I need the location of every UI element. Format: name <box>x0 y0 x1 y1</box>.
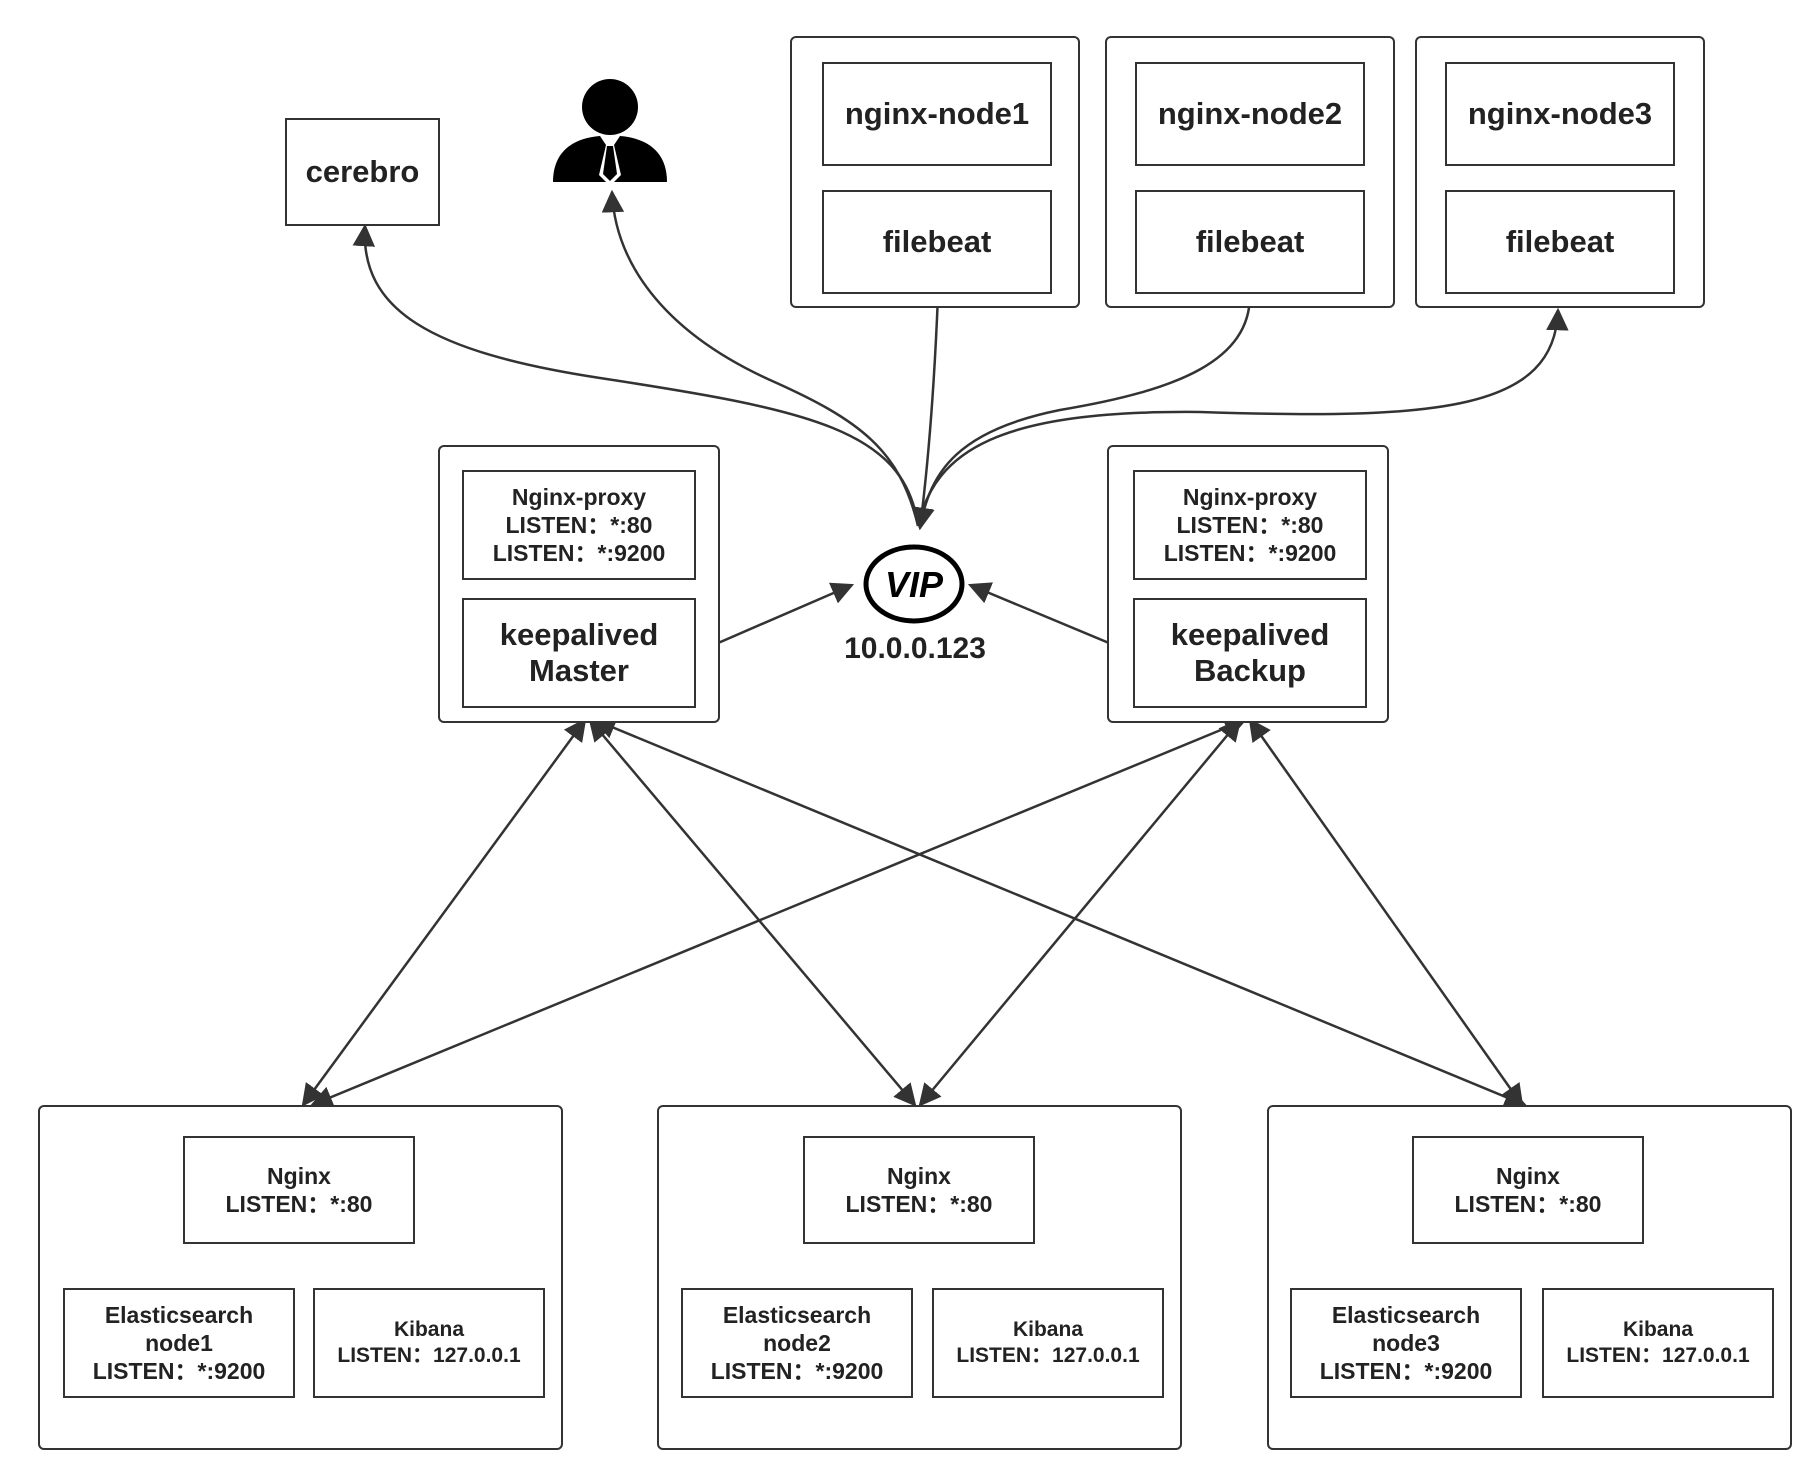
es-node3-kibana-listen: LISTEN：127.0.0.1 <box>1566 1344 1750 1367</box>
keepalived-backup-title: keepalived <box>1170 617 1330 653</box>
es-node3-nginx-box: Nginx LISTEN：*:80 <box>1412 1136 1644 1244</box>
es-node2-es-title: Elasticsearch <box>722 1301 872 1328</box>
keepalived-master-box: keepalived Master <box>462 598 696 708</box>
es-node3-es-title: Elasticsearch <box>1331 1301 1481 1328</box>
arrow-vip-to-node3 <box>916 307 1569 527</box>
filebeat1-box: filebeat <box>822 190 1052 294</box>
vip-badge: VIP <box>863 544 965 624</box>
user-icon <box>553 79 667 186</box>
nginx-node3-label: nginx-node3 <box>1467 96 1653 132</box>
es-node1-es-title: Elasticsearch <box>104 1301 254 1328</box>
proxy-backup-listen9200: LISTEN：*:9200 <box>1163 540 1337 567</box>
proxy-backup-nginx-box: Nginx-proxy LISTEN：*:80 LISTEN：*:9200 <box>1133 470 1367 580</box>
proxy-backup-listen80: LISTEN：*:80 <box>1176 511 1324 538</box>
nginx-node3-box: nginx-node3 <box>1445 62 1675 166</box>
arrow-backup-es3 <box>1248 718 1524 1107</box>
keepalived-master-title: keepalived <box>499 617 659 653</box>
es-node1-kibana-title: Kibana <box>393 1318 464 1342</box>
es-node3-es-box: Elasticsearch node3 LISTEN：*:9200 <box>1290 1288 1522 1398</box>
nginx-node2-box: nginx-node2 <box>1135 62 1365 166</box>
es-node1-es-name: node1 <box>145 1329 213 1356</box>
arrow-filebeat2-to-vip <box>912 294 1252 531</box>
filebeat3-box: filebeat <box>1445 190 1675 294</box>
es-node3-nginx-listen: LISTEN：*:80 <box>1454 1191 1602 1217</box>
arrow-vip-master <box>692 582 855 656</box>
arrow-vip-to-user <box>601 189 920 527</box>
es-node1-nginx-title: Nginx <box>267 1162 331 1189</box>
es-node2-nginx-title: Nginx <box>887 1162 951 1189</box>
keepalived-master-role: Master <box>529 653 629 688</box>
es-node3-es-name: node3 <box>1372 1329 1440 1356</box>
es-node1-nginx-box: Nginx LISTEN：*:80 <box>183 1136 415 1244</box>
proxy-master-title: Nginx-proxy <box>511 483 647 510</box>
arrow-backup-es1 <box>309 717 1248 1108</box>
vip-address: 10.0.0.123 <box>844 632 986 665</box>
arrow-master-es2 <box>588 718 917 1107</box>
arrow-master-es1 <box>301 718 587 1107</box>
proxy-master-nginx-box: Nginx-proxy LISTEN：*:80 LISTEN：*:9200 <box>462 470 696 580</box>
cerebro-label: cerebro <box>305 154 420 190</box>
es-node1-kibana-box: Kibana LISTEN：127.0.0.1 <box>313 1288 545 1398</box>
es-node1-kibana-listen: LISTEN：127.0.0.1 <box>337 1344 521 1367</box>
keepalived-backup-role: Backup <box>1194 653 1306 688</box>
arrow-backup-es2 <box>918 718 1242 1107</box>
arrow-filebeat1-to-vip <box>911 294 940 531</box>
proxy-backup-title: Nginx-proxy <box>1182 483 1318 510</box>
es-node1-es-box: Elasticsearch node1 LISTEN：*:9200 <box>63 1288 295 1398</box>
es-node1-nginx-listen: LISTEN：*:80 <box>225 1191 373 1217</box>
es-node3-kibana-box: Kibana LISTEN：127.0.0.1 <box>1542 1288 1774 1398</box>
es-node3-es-listen: LISTEN：*:9200 <box>1319 1358 1493 1385</box>
es-node2-kibana-title: Kibana <box>1012 1318 1083 1342</box>
proxy-master-listen80: LISTEN：*:80 <box>505 511 653 538</box>
cerebro-box: cerebro <box>285 118 440 226</box>
filebeat3-label: filebeat <box>1505 224 1615 260</box>
es-node2-nginx-box: Nginx LISTEN：*:80 <box>803 1136 1035 1244</box>
es-node3-kibana-title: Kibana <box>1622 1318 1693 1342</box>
es-node2-es-name: node2 <box>763 1329 831 1356</box>
filebeat2-box: filebeat <box>1135 190 1365 294</box>
filebeat1-label: filebeat <box>882 224 992 260</box>
proxy-master-listen9200: LISTEN：*:9200 <box>492 540 666 567</box>
es-node2-es-listen: LISTEN：*:9200 <box>710 1358 884 1385</box>
keepalived-backup-box: keepalived Backup <box>1133 598 1367 708</box>
es-node2-kibana-box: Kibana LISTEN：127.0.0.1 <box>932 1288 1164 1398</box>
filebeat2-label: filebeat <box>1195 224 1305 260</box>
nginx-node1-label: nginx-node1 <box>844 96 1030 132</box>
nginx-node1-box: nginx-node1 <box>822 62 1052 166</box>
vip-badge-text: VIP <box>885 564 944 605</box>
arrow-vip-to-cerebro <box>352 223 920 527</box>
es-node2-nginx-listen: LISTEN：*:80 <box>845 1191 993 1217</box>
es-node2-es-box: Elasticsearch node2 LISTEN：*:9200 <box>681 1288 913 1398</box>
es-node1-es-listen: LISTEN：*:9200 <box>92 1358 266 1385</box>
arrow-vip-backup <box>967 582 1136 656</box>
nginx-node2-label: nginx-node2 <box>1157 96 1343 132</box>
es-node3-nginx-title: Nginx <box>1496 1162 1560 1189</box>
es-node2-kibana-listen: LISTEN：127.0.0.1 <box>956 1344 1140 1367</box>
